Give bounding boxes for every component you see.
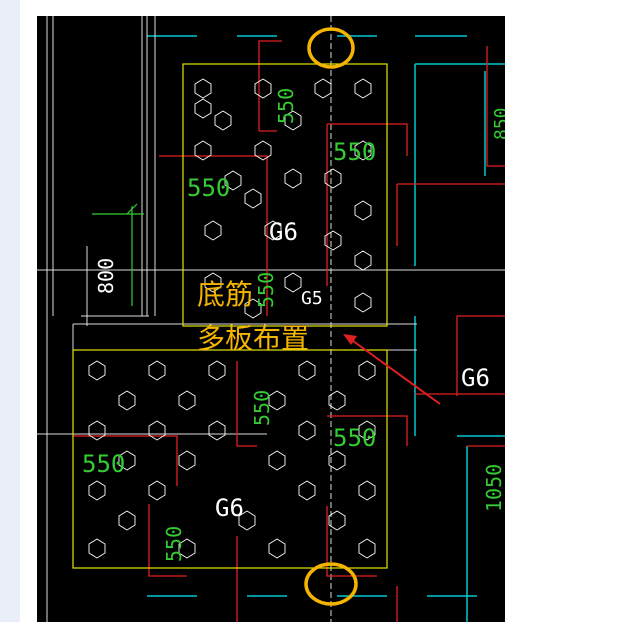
dim-550-f: 550 (333, 424, 376, 452)
slab-outlines (72, 63, 388, 569)
slab-label-right: G6 (461, 364, 490, 392)
dim-550-c: 550 (187, 174, 230, 202)
circle-highlight-icon-top (307, 27, 355, 69)
dimension-lines (92, 203, 144, 306)
dim-550-e: 550 (250, 390, 274, 426)
dim-550-a: 550 (274, 88, 298, 124)
circle-highlight-icon-bottom (304, 562, 358, 606)
annotation-line2: 多板布置 (197, 322, 309, 355)
dim-550-g: 550 (82, 450, 125, 478)
hatch-upper (194, 78, 372, 319)
dim-550-h: 550 (162, 526, 186, 562)
cad-drawing-viewport[interactable]: 550 550 550 550 550 550 550 800 1050 850… (37, 16, 505, 622)
slab-label-lower: G6 (215, 494, 244, 522)
dim-1050: 1050 (482, 464, 505, 512)
slab-label-upper: G6 (269, 218, 298, 246)
dim-550-b: 550 (333, 138, 376, 166)
dim-550-d: 550 (254, 272, 278, 308)
cad-canvas[interactable]: 550 550 550 550 550 550 550 800 1050 850… (37, 16, 505, 622)
dim-850-partial: 850 (491, 107, 505, 140)
dim-800: 800 (94, 258, 118, 294)
hatch-lower (88, 360, 376, 559)
rebar-lines (73, 40, 505, 622)
annotation-line1: 底筋 (197, 278, 253, 311)
window-left-strip (0, 0, 20, 622)
axis-lines (37, 16, 505, 622)
wall-lines (147, 35, 505, 622)
annotation-arrow-icon (343, 334, 441, 405)
slab-label-partial: G5 (301, 288, 323, 309)
